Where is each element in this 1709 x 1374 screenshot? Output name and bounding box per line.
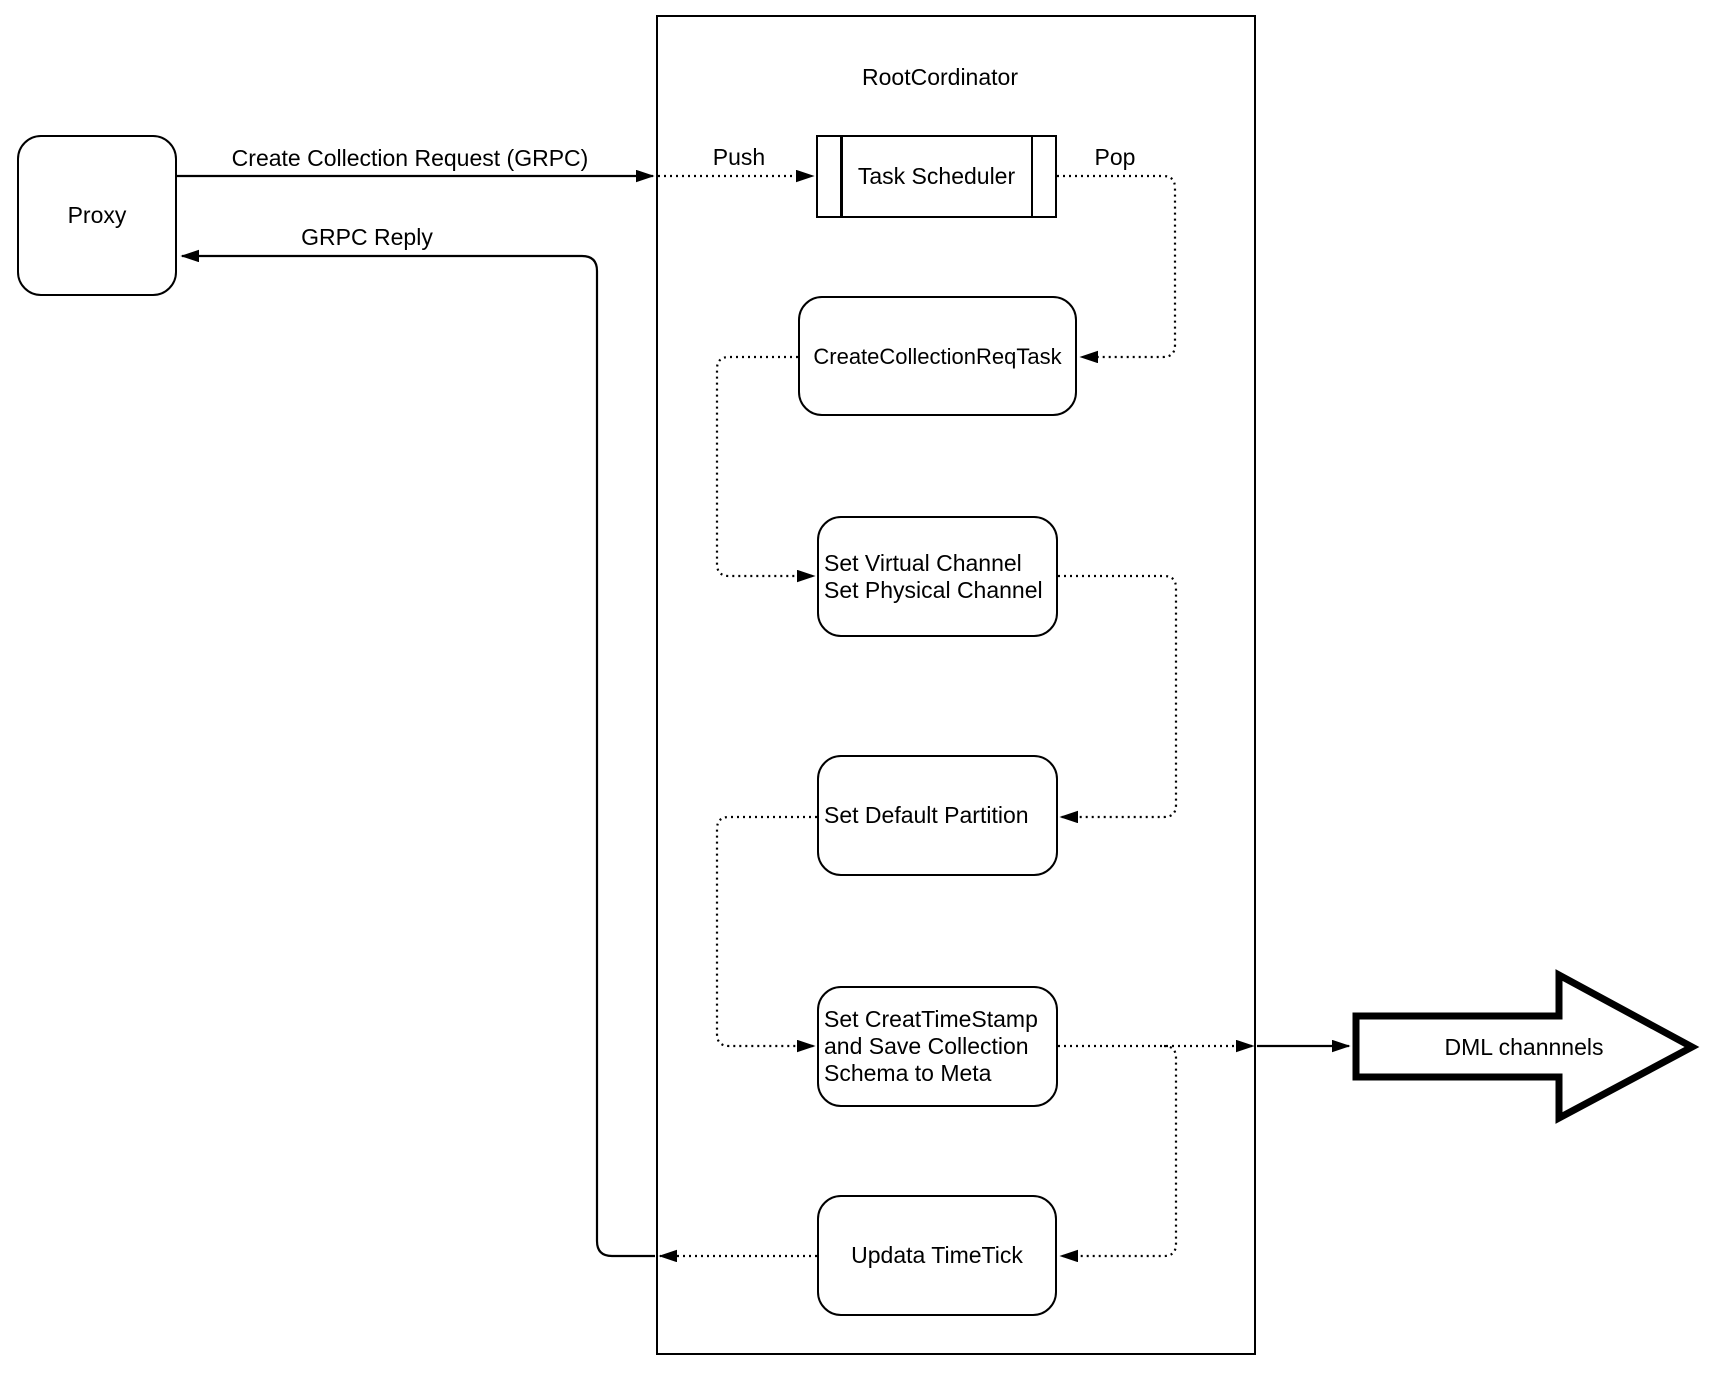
node-update-timetick: Updata TimeTick [817, 1195, 1057, 1316]
node-update-timetick-label: Updata TimeTick [851, 1242, 1023, 1268]
queue-bar-right [1030, 137, 1033, 216]
edge-label-create-collection-request: Create Collection Request (GRPC) [231, 145, 589, 171]
node-set-timestamp-label: Set CreatTimeStamp and Save Collection S… [824, 1006, 1038, 1087]
node-proxy: Proxy [17, 135, 177, 296]
node-task-scheduler: Task Scheduler [816, 135, 1057, 218]
root-coordinator-title: RootCordinator [862, 64, 1018, 90]
edge-label-push: Push [712, 144, 766, 170]
node-create-collection-req-task-label: CreateCollectionReqTask [813, 343, 1062, 369]
node-set-timestamp: Set CreatTimeStamp and Save Collection S… [817, 986, 1058, 1107]
edge-label-pop: Pop [1094, 144, 1136, 170]
dml-channels-arrow-shape [1352, 969, 1700, 1124]
node-set-channels-label: Set Virtual Channel Set Physical Channel [824, 550, 1043, 604]
set-timestamp-line3: Schema to Meta [824, 1060, 992, 1086]
root-coordinator-container [656, 15, 1256, 1355]
edge-timestamp-to-timetick [1061, 1044, 1178, 1256]
edge-grpc-reply [182, 256, 655, 1258]
set-timestamp-line1: Set CreatTimeStamp [824, 1006, 1038, 1032]
node-create-collection-req-task: CreateCollectionReqTask [798, 296, 1077, 416]
node-set-default-partition: Set Default Partition [817, 755, 1058, 876]
set-channels-line2: Set Physical Channel [824, 576, 1043, 603]
edge-reqtask-to-setchannels [715, 355, 814, 576]
queue-bar-left [840, 137, 843, 216]
node-set-channels: Set Virtual Channel Set Physical Channel [817, 516, 1058, 637]
node-task-scheduler-label: Task Scheduler [857, 163, 1016, 189]
dml-channels-label: DML channnels [1444, 1033, 1604, 1060]
node-set-default-partition-label: Set Default Partition [824, 802, 1029, 828]
node-proxy-label: Proxy [67, 202, 127, 228]
set-timestamp-line2: and Save Collection [824, 1033, 1029, 1059]
edge-label-grpc-reply: GRPC Reply [301, 224, 433, 250]
set-channels-line1: Set Virtual Channel [824, 549, 1022, 576]
